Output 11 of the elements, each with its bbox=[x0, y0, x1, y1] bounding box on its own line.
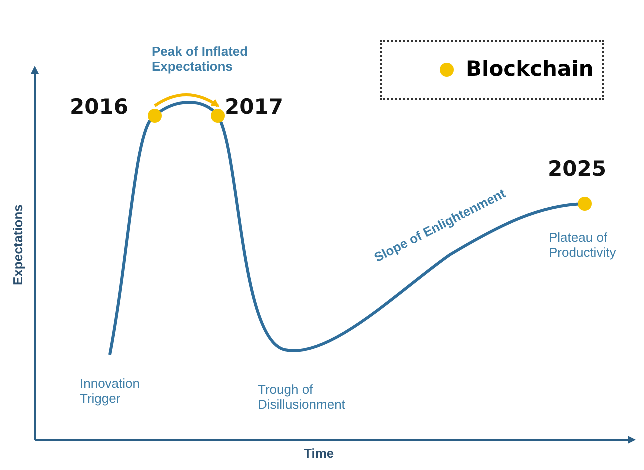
year-label: 2017 bbox=[225, 95, 284, 119]
arrow bbox=[154, 94, 220, 108]
phase-label: Trough of Disillusionment bbox=[258, 382, 346, 412]
year-label: 2025 bbox=[548, 157, 606, 181]
phase-label: Plateau of Productivity bbox=[549, 230, 618, 260]
legend-label: Blockchain bbox=[466, 57, 594, 81]
axis-title: Time bbox=[304, 446, 336, 461]
phase-label: Innovation Trigger bbox=[80, 376, 141, 406]
phase-label: Peak of Inflated Expectations bbox=[152, 44, 250, 74]
year-label: 2016 bbox=[70, 95, 128, 119]
axis-title: Expectations bbox=[10, 206, 26, 286]
